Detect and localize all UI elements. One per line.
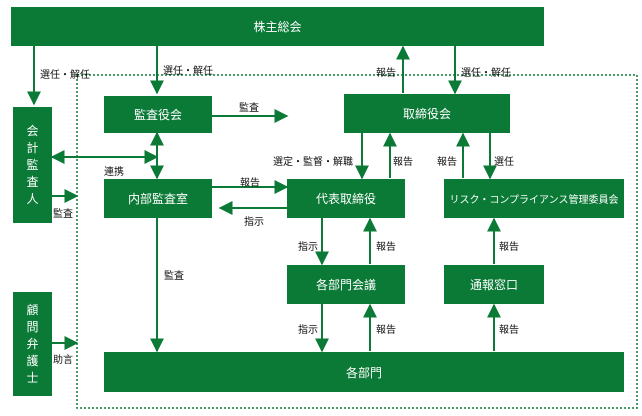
label-elect-right: 選任・解任 (461, 68, 511, 79)
accounting-auditor-box: 会 計 監 査 人 (13, 107, 52, 223)
legal-advisor-char: 顧 (26, 302, 39, 317)
label-instruct-meeting: 指示 (298, 242, 318, 253)
label-audit-external: 監査 (53, 209, 73, 220)
label-audit-horizontal: 監査 (239, 103, 259, 114)
accounting-auditor-char: 人 (26, 191, 39, 206)
auditors-board-box: 監査役会 (104, 96, 212, 133)
legal-advisor-char: 弁 (26, 336, 39, 351)
governance-boundary (76, 74, 638, 409)
label-audit-departments: 監査 (164, 271, 184, 282)
risk-compliance-committee-box: リスク・コンプライアンス管理委員会 (444, 179, 624, 218)
legal-advisor-box: 顧 問 弁 護 士 (13, 292, 52, 396)
label-report-risk: 報告 (437, 157, 457, 168)
label-report-whistle: 報告 (499, 242, 519, 253)
accounting-auditor-char: 会 (26, 123, 39, 138)
legal-advisor-char: 問 (26, 319, 39, 334)
accounting-auditor-char: 査 (26, 174, 39, 189)
department-meeting-box: 各部門会議 (287, 265, 405, 304)
internal-audit-box: 内部監査室 (104, 179, 212, 218)
legal-advisor-char: 護 (26, 353, 39, 368)
label-report-meeting: 報告 (376, 242, 396, 253)
label-cooperate: 連携 (104, 167, 124, 178)
legal-advisor-char: 士 (26, 370, 39, 385)
label-report-board-up: 報告 (376, 68, 396, 79)
shareholders-meeting-box: 株主総会 (11, 7, 544, 46)
label-report-whistle-departments: 報告 (499, 325, 519, 336)
label-report-internal: 報告 (240, 178, 260, 189)
whistleblower-desk-box: 通報窓口 (444, 265, 544, 304)
board-of-directors-box: 取締役会 (344, 94, 510, 133)
label-instruct-internal: 指示 (244, 217, 264, 228)
accounting-auditor-char: 計 (26, 140, 39, 155)
label-instruct-departments: 指示 (298, 325, 318, 336)
representative-director-box: 代表取締役 (287, 179, 405, 218)
departments-box: 各部門 (104, 352, 624, 392)
label-advice: 助言 (53, 355, 73, 366)
label-report-departments: 報告 (376, 325, 396, 336)
label-elect-mid: 選任・解任 (163, 66, 213, 77)
accounting-auditor-char: 監 (26, 157, 39, 172)
label-select-risk: 選任 (494, 157, 514, 168)
label-elect-left: 選任・解任 (40, 70, 90, 81)
label-report-president: 報告 (393, 157, 413, 168)
label-appoint-supervise: 選定・監督・解職 (273, 157, 353, 168)
